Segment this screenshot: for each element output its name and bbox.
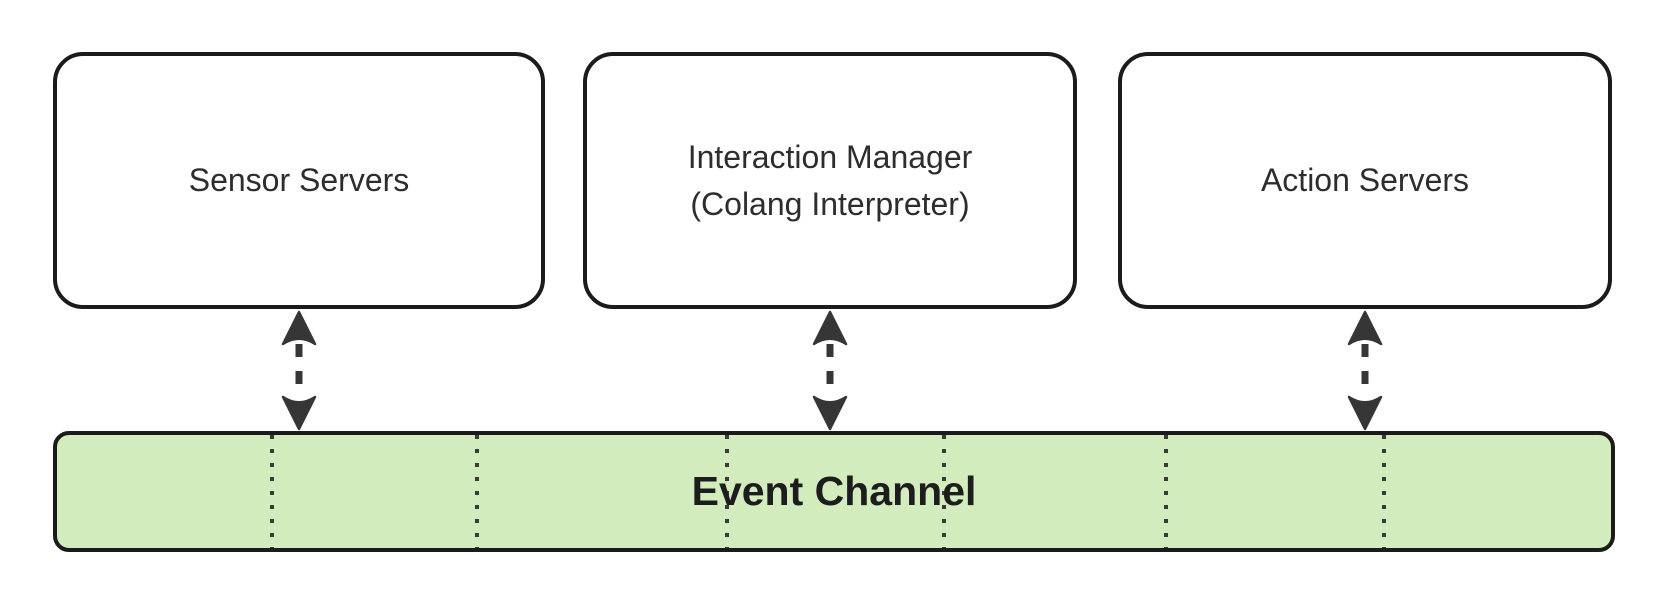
- event-channel-bar: Event Channel: [53, 431, 1615, 552]
- lane-divider: [1164, 435, 1168, 548]
- bidirectional-dashed-arrow-icon: [281, 310, 317, 431]
- bidirectional-dashed-arrow-icon: [812, 310, 848, 431]
- node-sublabel: (Colang Interpreter): [690, 185, 970, 222]
- node-label: Action Servers: [1260, 162, 1470, 198]
- node-sensor-servers: Sensor Servers: [53, 52, 545, 309]
- event-channel-label: Event Channel: [691, 468, 977, 514]
- lane-divider: [270, 435, 274, 548]
- lane-divider: [1382, 435, 1386, 548]
- node-label: Interaction Manager: [687, 138, 973, 175]
- lane-divider: [475, 435, 479, 548]
- node-action-servers: Action Servers: [1118, 52, 1612, 309]
- lane-divider: [942, 435, 946, 548]
- node-interaction-manager: Interaction Manager (Colang Interpreter): [583, 52, 1077, 309]
- node-label: Sensor Servers: [188, 162, 410, 198]
- bidirectional-dashed-arrow-icon: [1347, 310, 1383, 431]
- lane-divider: [725, 435, 729, 548]
